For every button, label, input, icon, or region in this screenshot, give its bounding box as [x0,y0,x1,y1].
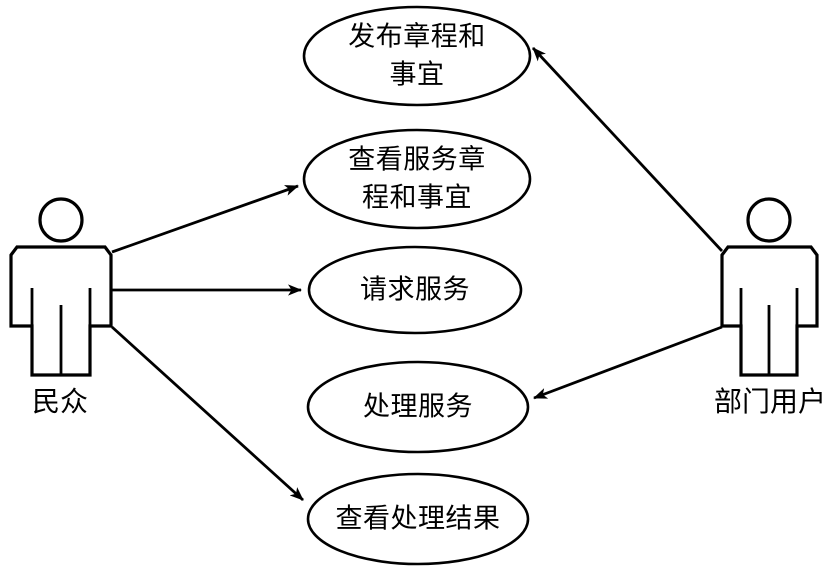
actor-head-icon [38,197,84,243]
use-case-label-line-1: 查看服务章 [348,145,486,176]
use-case-ellipse[interactable] [307,245,523,335]
use-case-label-line-1: 处理服务 [363,392,473,423]
use-case-process-service[interactable]: 处理服务 [306,360,530,454]
use-case-label-line-2: 事宜 [390,60,445,91]
use-case-publish-regulations[interactable]: 发布章程和 事宜 [302,5,532,107]
association-citizen-to-view-service-regulations[interactable] [111,184,299,254]
use-case-view-service-regulations[interactable]: 查看服务章 程和事宜 [302,128,532,230]
use-case-ellipse[interactable] [302,5,532,107]
use-cases-layer: 发布章程和 事宜 查看服务章 程和事宜 请求服务 处理服务 查看处理结果 [302,5,532,566]
association-citizen-to-view-process-result[interactable] [111,325,304,502]
association-department-user-to-process-service[interactable] [533,325,723,400]
actor-label-citizen: 民众 [32,385,88,418]
association-department-user-to-publish-regulations[interactable] [531,47,724,252]
use-case-label-line-1: 发布章程和 [348,22,486,53]
use-case-ellipse[interactable] [306,472,530,566]
use-case-label-line-2: 程和事宜 [362,183,472,214]
use-case-view-process-result[interactable]: 查看处理结果 [306,472,530,566]
actor-department-user[interactable]: 部门用户 [714,197,826,418]
associations-layer [111,47,724,502]
actor-head-icon [746,197,792,243]
use-case-ellipse[interactable] [306,360,530,454]
use-case-ellipse[interactable] [302,128,532,230]
use-case-label-line-1: 请求服务 [360,275,470,306]
use-case-label-line-1: 查看处理结果 [336,504,501,535]
actor-label-department-user: 部门用户 [714,385,826,418]
use-case-request-service[interactable]: 请求服务 [307,245,523,335]
actor-citizen[interactable]: 民众 [9,197,113,418]
